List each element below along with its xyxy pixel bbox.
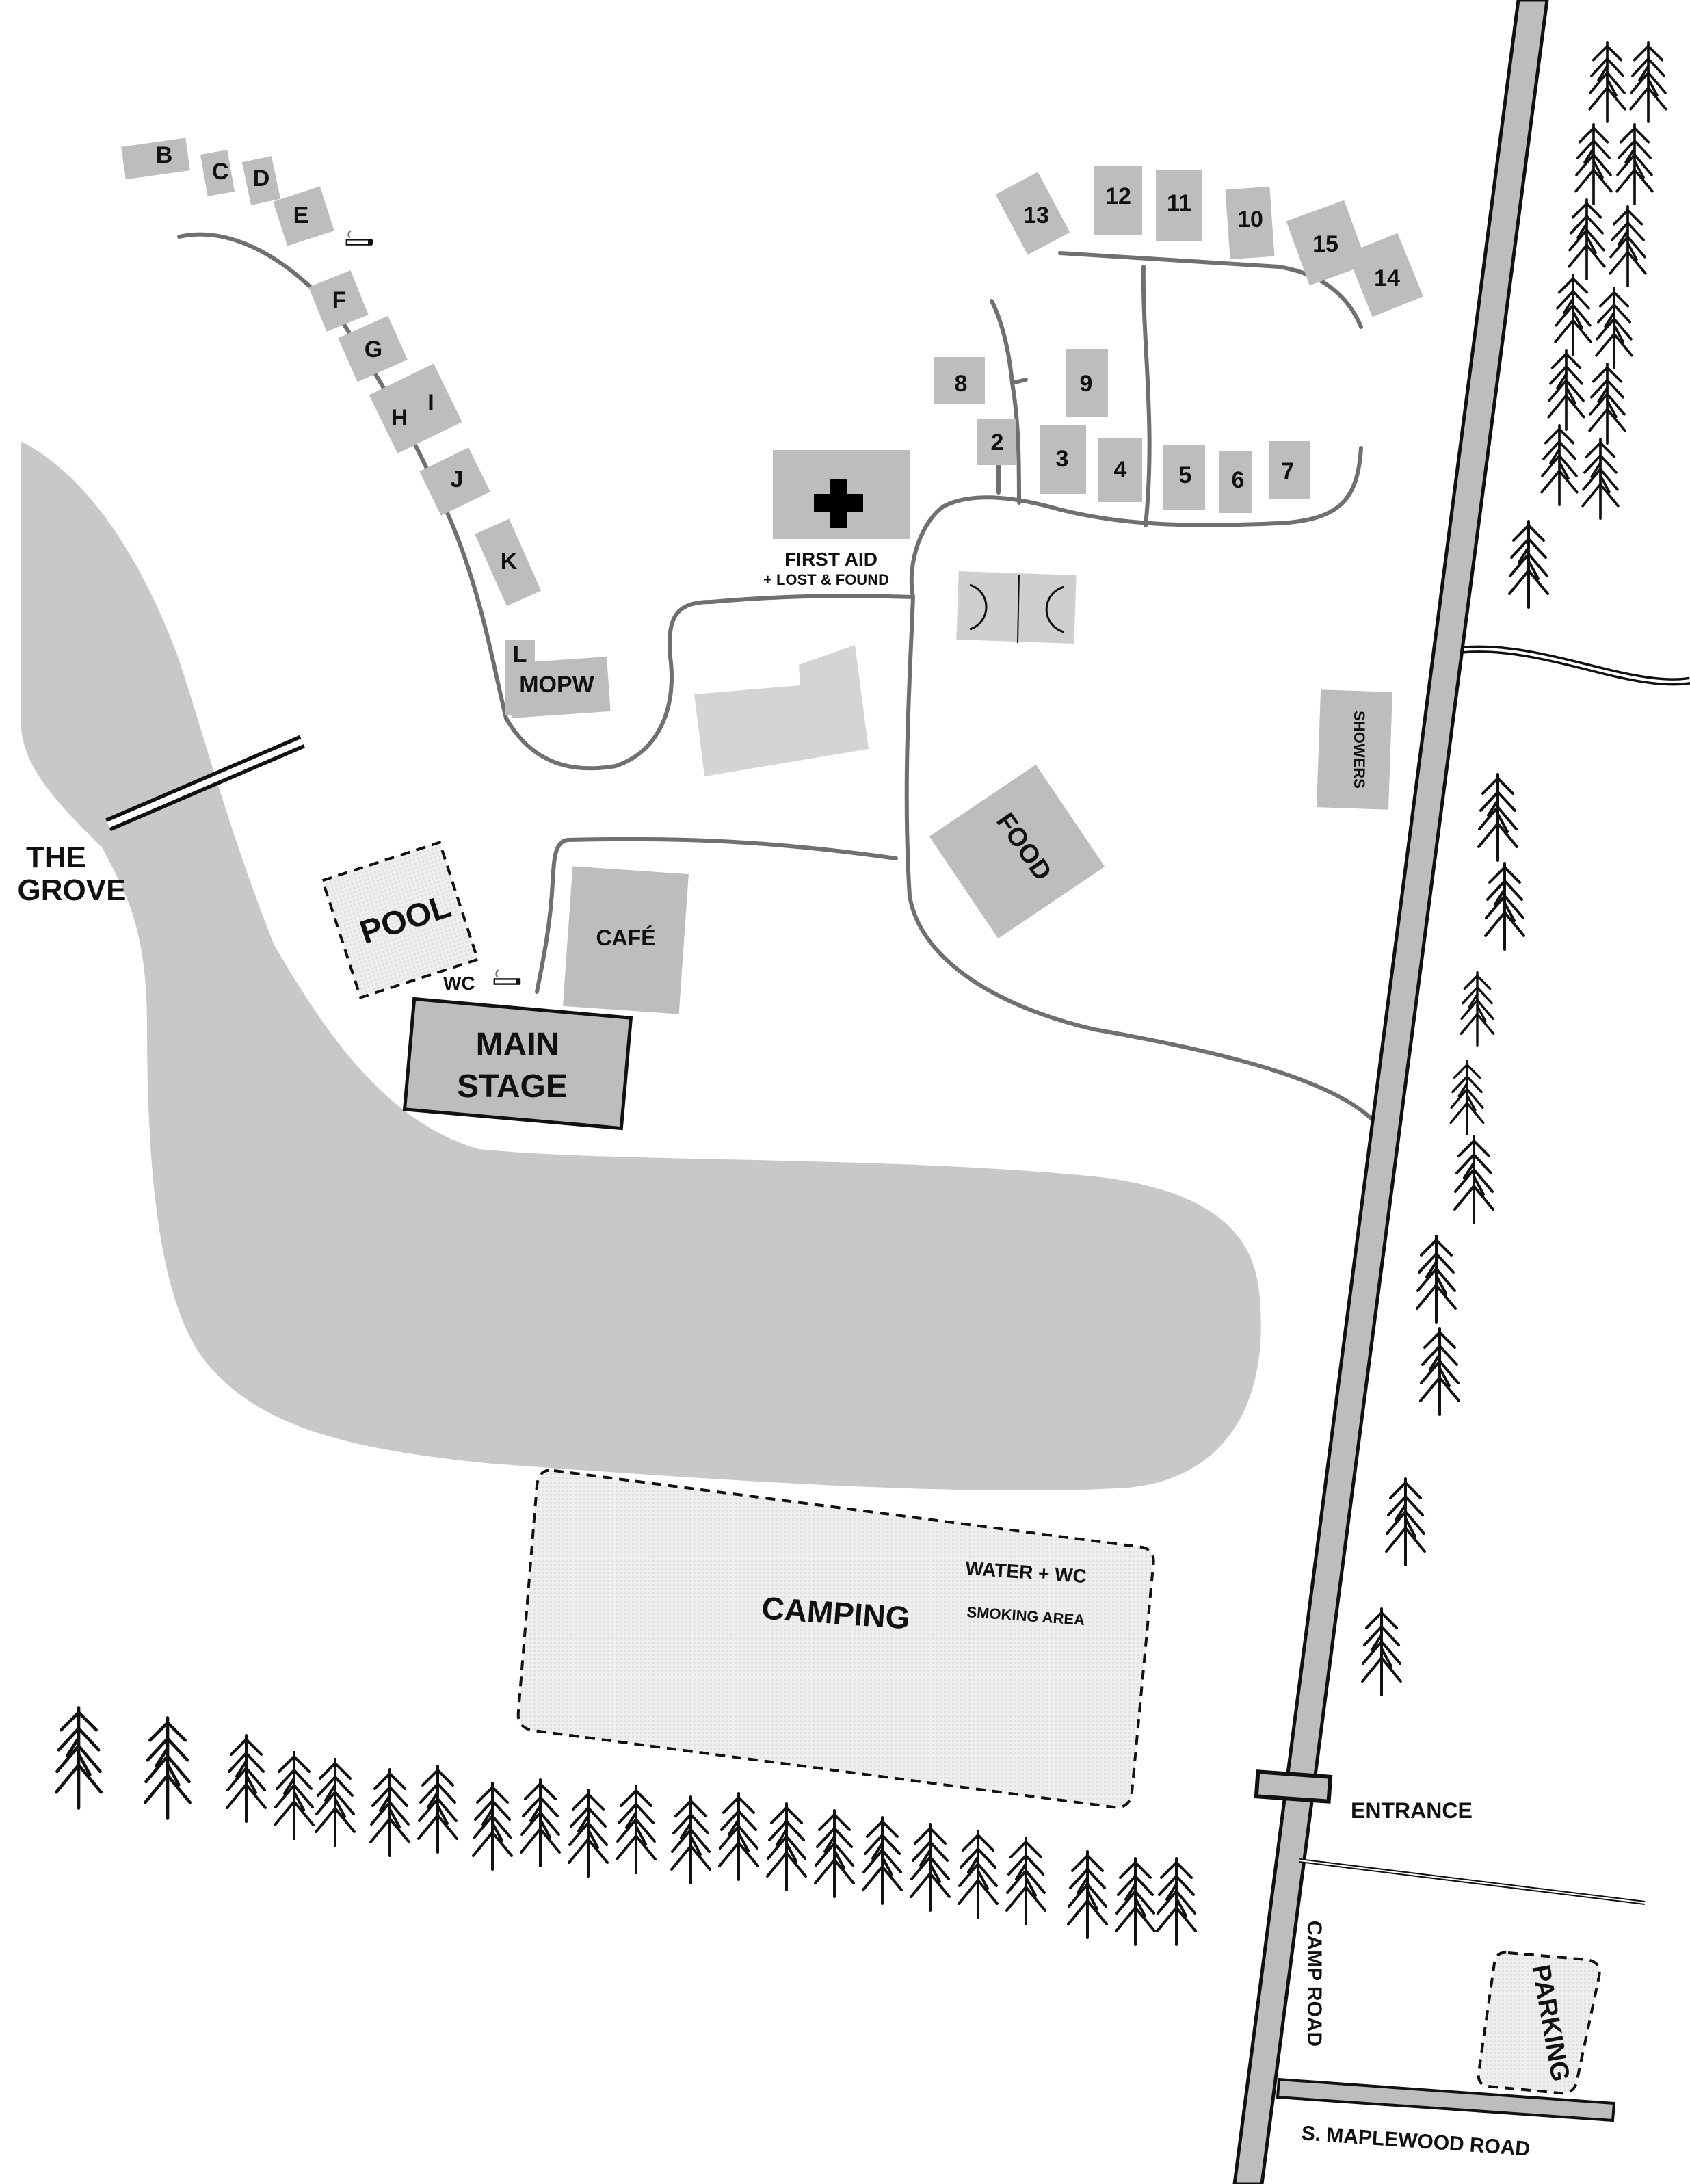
basketball-court-icon <box>956 571 1077 644</box>
cabin-i-label: I <box>427 390 434 416</box>
first-aid-label: FIRST AID <box>784 549 877 570</box>
lake <box>21 441 1261 1491</box>
cabin-3-label: 3 <box>1056 446 1069 472</box>
cabin-k-label: K <box>501 549 518 575</box>
first-aid: FIRST AID + LOST & FOUND <box>763 450 910 588</box>
camping-area: CAMPING WATER + WC SMOKING AREA <box>516 1469 1155 1809</box>
cabin-e-label: E <box>293 202 309 228</box>
cabin-4-label: 4 <box>1114 457 1127 483</box>
lost-found-label: + LOST & FOUND <box>763 571 889 588</box>
cabin-15-label: 15 <box>1312 231 1338 257</box>
cafe-label: CAFÉ <box>596 925 655 950</box>
cabin-5-label: 5 <box>1179 462 1192 488</box>
wc-label: WC <box>443 973 475 994</box>
cabin-12-label: 12 <box>1105 183 1131 209</box>
parking-area: PARKING <box>1477 1951 1601 2095</box>
cabin-l-label: L <box>513 642 527 668</box>
cabin-14-label: 14 <box>1374 265 1400 291</box>
grove-label-line2: GROVE <box>18 873 127 907</box>
main-stage-label-line1: MAIN <box>476 1027 560 1063</box>
cabin-c-label: C <box>212 159 229 185</box>
first-aid-cross-icon <box>814 479 863 528</box>
cabin-6-label: 6 <box>1232 467 1245 493</box>
entrance-label: ENTRANCE <box>1351 1798 1473 1823</box>
cabin-b-label: B <box>156 142 173 168</box>
cabin-2-label: 2 <box>991 430 1004 456</box>
bridge-icon <box>105 735 305 832</box>
tree-icon <box>1509 41 1667 607</box>
cabin-j-label: J <box>451 466 464 492</box>
cafe-building: CAFÉ <box>563 866 689 1014</box>
smoking-icon <box>493 969 522 985</box>
food-building: FOOD <box>929 764 1105 939</box>
paths <box>177 232 1690 1124</box>
pool: POOL <box>321 841 479 999</box>
cabin-10-label: 10 <box>1237 207 1263 233</box>
cabin-9-label: 9 <box>1080 371 1093 397</box>
showers-label: SHOWERS <box>1351 711 1368 789</box>
mopw-label: MOPW <box>519 672 594 698</box>
letter-cabins: B C D E F G H I J K L MOPW <box>121 137 611 718</box>
unlabeled-building <box>694 645 869 776</box>
smoking-icon <box>345 229 374 246</box>
showers-building: SHOWERS <box>1317 689 1392 810</box>
camp-road-label: CAMP ROAD <box>1303 1921 1325 2047</box>
cabin-8-label: 8 <box>955 371 968 397</box>
camp-road <box>1232 0 1646 2184</box>
maplewood-road-label: S. MAPLEWOOD ROAD <box>1301 2122 1531 2160</box>
cabin-h-label: H <box>391 405 408 431</box>
main-stage-label-line2: STAGE <box>457 1068 568 1105</box>
cabin-f-label: F <box>332 287 347 313</box>
main-stage: MAIN STAGE <box>402 997 633 1131</box>
numbered-cabins: 13 12 11 10 15 14 8 9 2 3 4 5 6 7 <box>934 166 1423 513</box>
cabin-11-label: 11 <box>1167 190 1191 216</box>
cabin-13-label: 13 <box>1023 202 1049 228</box>
grove-label-line1: THE <box>26 841 86 874</box>
cabin-d-label: D <box>253 166 270 192</box>
cabin-7-label: 7 <box>1282 458 1295 484</box>
cabin-g-label: G <box>365 337 382 363</box>
